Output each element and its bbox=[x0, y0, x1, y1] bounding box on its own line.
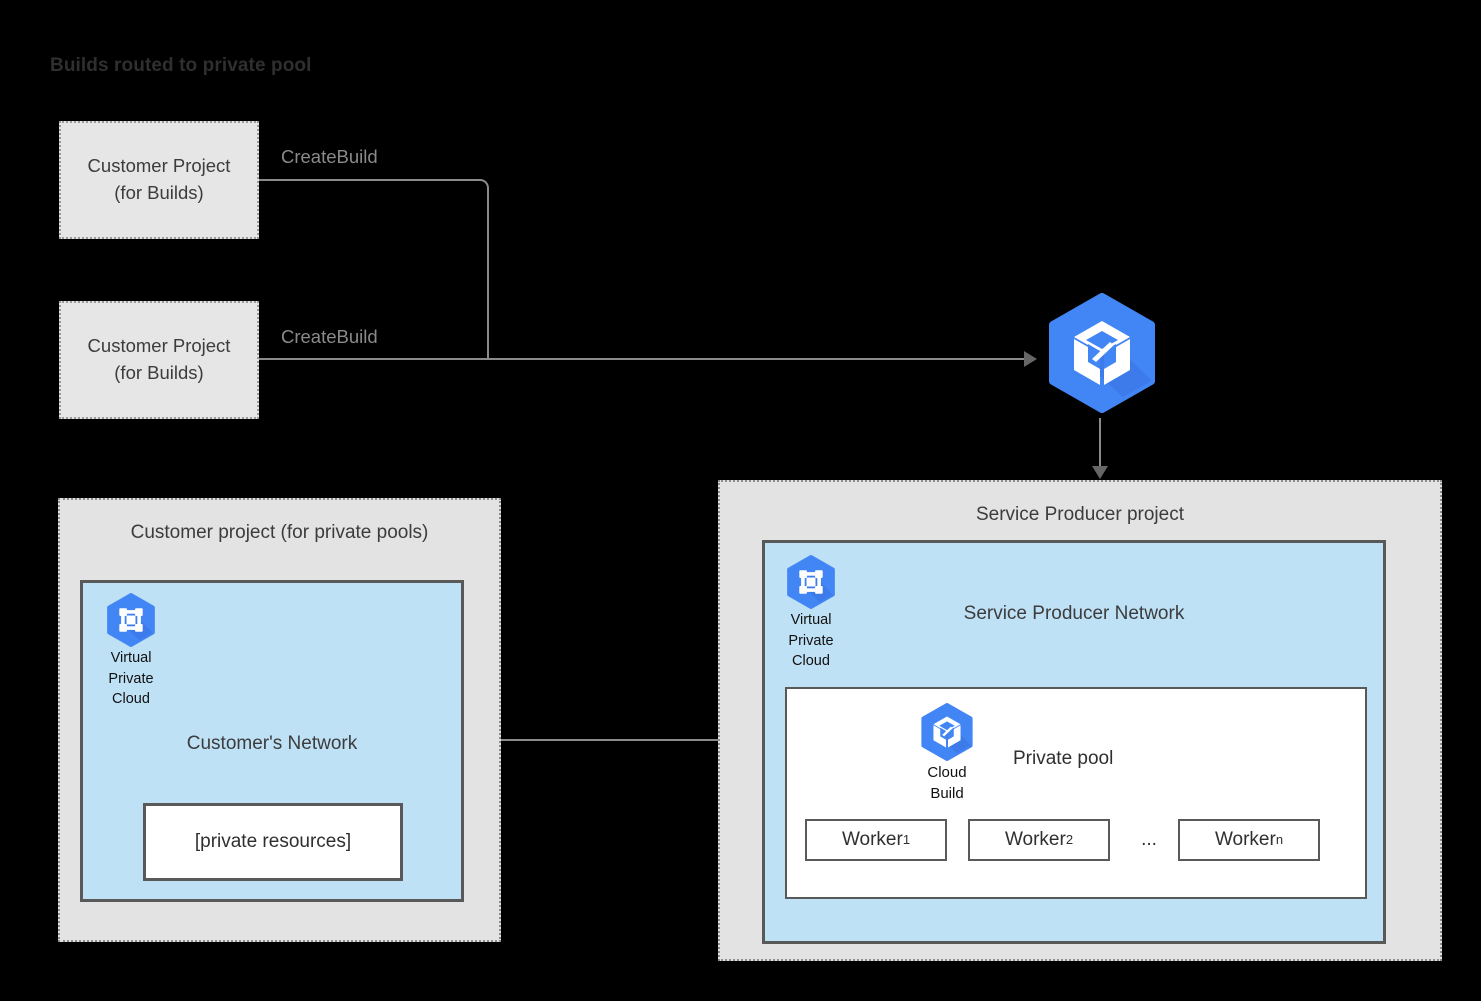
customer-build-project-line1-2: Customer Project bbox=[87, 335, 231, 357]
customers-network-label: Customer's Network bbox=[186, 733, 358, 754]
vpc-caption-line2-producer: Private bbox=[788, 632, 834, 649]
worker-label-2: Worker bbox=[1004, 829, 1066, 850]
connector-createbuild-1-vertical bbox=[487, 188, 489, 359]
customer-build-project-line1-1: Customer Project bbox=[87, 155, 231, 177]
vpc-caption-line1-customer: Virtual bbox=[110, 650, 152, 666]
vpc-caption-line1-producer: Virtual bbox=[790, 612, 832, 628]
cloud-build-caption-line1: Cloud bbox=[927, 764, 967, 781]
customer-build-project-box-2[interactable]: Customer Project (for Builds) bbox=[59, 301, 259, 419]
customer-build-project-box-1[interactable]: Customer Project (for Builds) bbox=[59, 121, 259, 239]
vpc-icon-block-producer: Virtual Private Cloud bbox=[775, 555, 847, 672]
customer-private-pools-project-title: Customer project (for private pools) bbox=[130, 522, 429, 543]
service-producer-project-title: Service Producer project bbox=[975, 504, 1185, 525]
vpc-caption-line3-customer: Cloud bbox=[112, 691, 150, 708]
worker-label-n: Worker bbox=[1214, 829, 1276, 850]
vpc-icon-block-customer: Virtual Private Cloud bbox=[95, 593, 167, 710]
cloud-build-icon-block: Cloud Build bbox=[911, 703, 983, 805]
private-pool-label: Private pool bbox=[1013, 748, 1114, 769]
connector-network-peering bbox=[468, 739, 760, 741]
cloud-build-caption-line2: Build bbox=[930, 785, 964, 803]
cloud-build-icon bbox=[1049, 293, 1155, 413]
vpc-caption-line3-producer: Cloud bbox=[792, 653, 830, 670]
virtual-private-cloud-icon bbox=[107, 593, 155, 647]
virtual-private-cloud-icon bbox=[787, 555, 835, 609]
customer-build-project-label-2: Customer Project (for Builds) bbox=[88, 333, 231, 387]
service-producer-network-label: Service Producer Network bbox=[963, 603, 1185, 624]
service-producer-network-box[interactable]: Virtual Private Cloud Service Producer N… bbox=[762, 540, 1386, 944]
service-producer-project-panel[interactable]: Service Producer project bbox=[718, 480, 1442, 961]
page-title: Builds routed to private pool bbox=[50, 55, 312, 76]
vpc-caption-customer: Virtual Private Cloud bbox=[95, 648, 167, 710]
createbuild-edge-label-2: CreateBuild bbox=[281, 326, 378, 347]
vpc-caption-producer: Virtual Private Cloud bbox=[775, 610, 847, 672]
customer-private-pools-project-panel[interactable]: Customer project (for private pools) bbox=[58, 498, 501, 942]
cloud-build-caption: Cloud Build bbox=[911, 762, 983, 805]
worker-label-1: Worker bbox=[841, 829, 903, 850]
createbuild-edge-label-1: CreateBuild bbox=[281, 146, 378, 167]
cloud-build-icon bbox=[921, 703, 973, 761]
connector-cloudbuild-to-producer bbox=[1099, 418, 1101, 468]
vpc-caption-line2-customer: Private bbox=[108, 670, 154, 687]
customer-build-project-label-1: Customer Project (for Builds) bbox=[88, 153, 231, 207]
connector-createbuild-2-horizontal bbox=[259, 358, 1031, 360]
customer-build-project-line2-1: (for Builds) bbox=[114, 182, 204, 203]
private-resources-label: [private resources] bbox=[194, 831, 352, 852]
cloud-build-service-icon[interactable] bbox=[1042, 293, 1162, 418]
connector-createbuild-1-corner bbox=[479, 179, 489, 189]
arrowhead-to-service-producer bbox=[1092, 466, 1108, 479]
connector-createbuild-1-horizontal bbox=[259, 179, 481, 181]
private-resources-box[interactable]: [private resources] bbox=[143, 803, 403, 881]
arrowhead-to-cloud-build bbox=[1024, 351, 1037, 367]
workers-ellipsis: ... bbox=[1141, 829, 1157, 850]
customers-network-box[interactable]: Virtual Private Cloud Customer's Network… bbox=[80, 580, 464, 902]
customer-build-project-line2-2: (for Builds) bbox=[114, 362, 204, 383]
